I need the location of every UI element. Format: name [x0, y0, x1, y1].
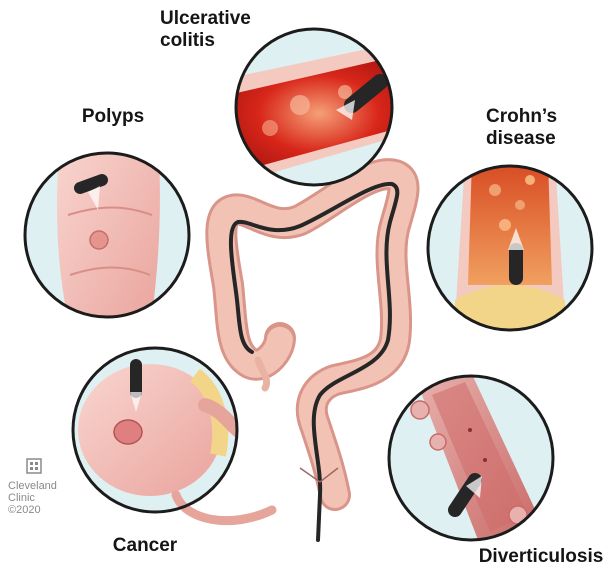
logo-copyright: ©2020: [8, 504, 74, 516]
label-polyps: Polyps: [68, 106, 158, 128]
logo-line-2: Clinic: [8, 492, 74, 504]
colon-illustration: [221, 174, 403, 540]
label-cancer: Cancer: [95, 535, 195, 557]
label-crohns-disease: Crohn’s disease: [486, 106, 596, 150]
label-diverticulosis: Diverticulosis: [478, 546, 604, 568]
clinic-logo-icon: [26, 458, 42, 474]
polyps-view: [25, 140, 189, 330]
logo-line-1: Cleveland: [8, 480, 74, 492]
crohns-disease-view: [428, 160, 592, 330]
label-ulcerative-colitis: Ulcerative colitis: [160, 8, 270, 52]
diverticulosis-view: [389, 370, 553, 545]
cleveland-clinic-logo: Cleveland Clinic ©2020: [8, 458, 74, 516]
